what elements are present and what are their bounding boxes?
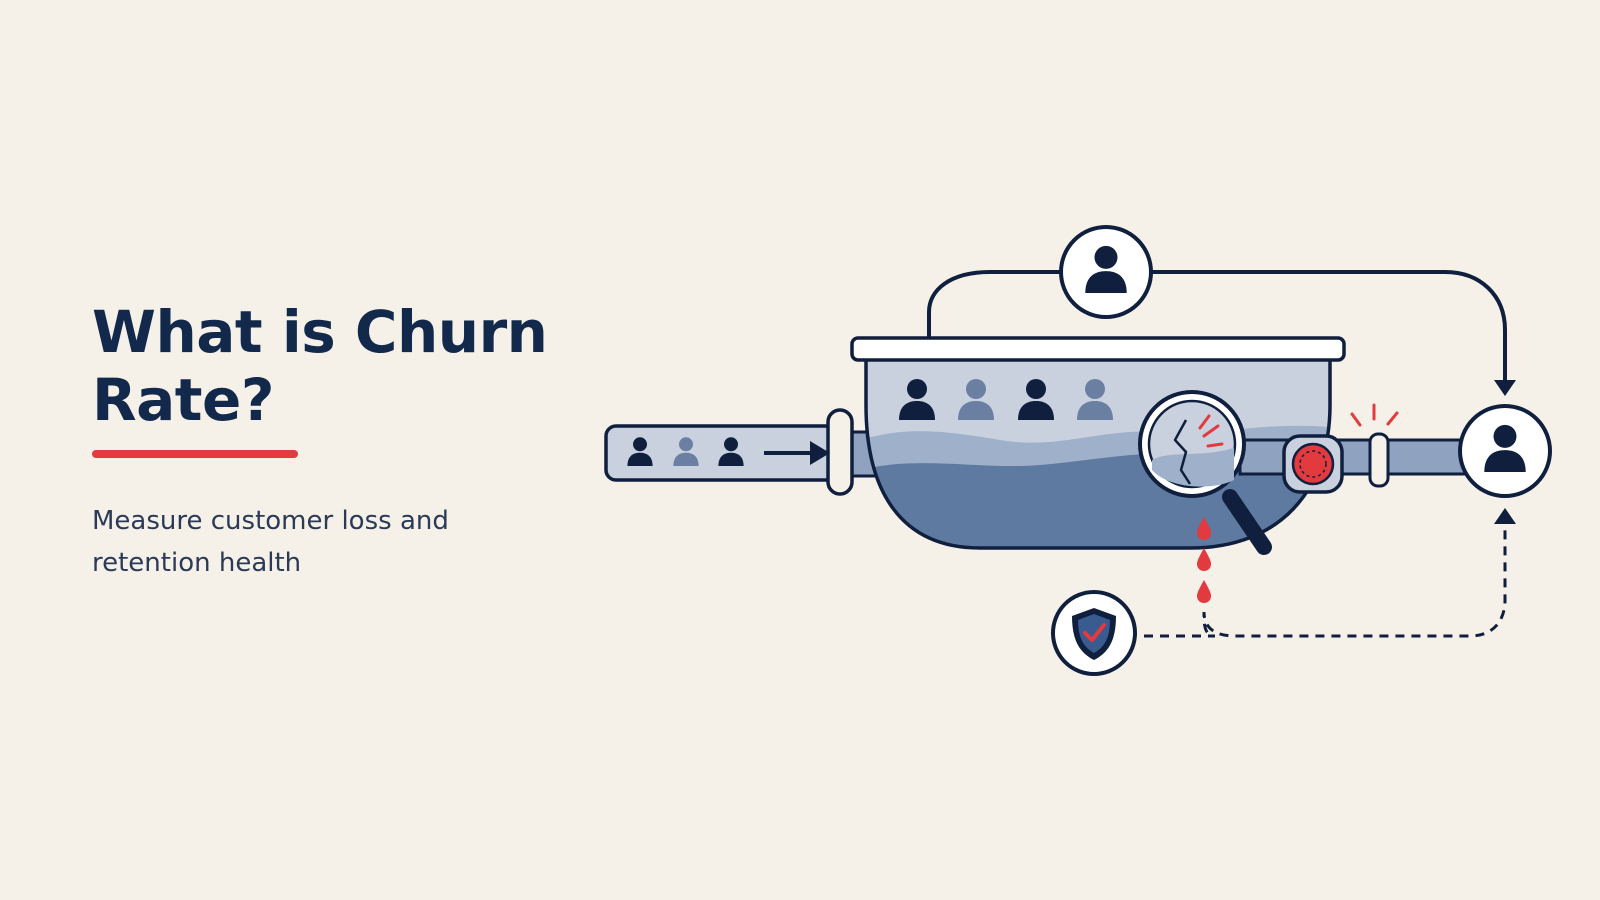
crack-icon [1173, 419, 1192, 485]
title-underline [92, 450, 298, 458]
subtitle-line-1: Measure customer loss and [92, 506, 449, 536]
title-line-1: What is Churn [92, 298, 548, 366]
top-customer-node [1059, 225, 1153, 319]
subtitle-line-2: retention health [92, 548, 302, 578]
arrow-right-icon [810, 441, 830, 465]
shield-node [1051, 590, 1137, 676]
recovery-dashed-connector [1144, 520, 1507, 638]
alert-sparks-icon [1350, 403, 1399, 427]
magnifying-glass-icon [1138, 390, 1272, 555]
water-drop-icon [1197, 548, 1211, 571]
inflow-pipe [604, 408, 882, 496]
subtitle: Measure customer loss and retention heal… [92, 500, 562, 584]
title-line-2: Rate? [92, 366, 275, 434]
bucket-rim [850, 336, 1346, 362]
leak-drops [1197, 517, 1211, 603]
page-title: What is Churn Rate? [92, 298, 562, 434]
return-loop-connector [927, 270, 1516, 396]
text-block: What is Churn Rate? Measure customer los… [92, 298, 562, 584]
water-drop-icon [1197, 517, 1211, 540]
arrow-down-icon [1494, 380, 1516, 396]
arrow-up-icon [1494, 508, 1516, 524]
right-customer-node [1458, 404, 1552, 498]
water-drop-icon [1197, 580, 1211, 603]
outflow-pipe [1238, 403, 1472, 494]
